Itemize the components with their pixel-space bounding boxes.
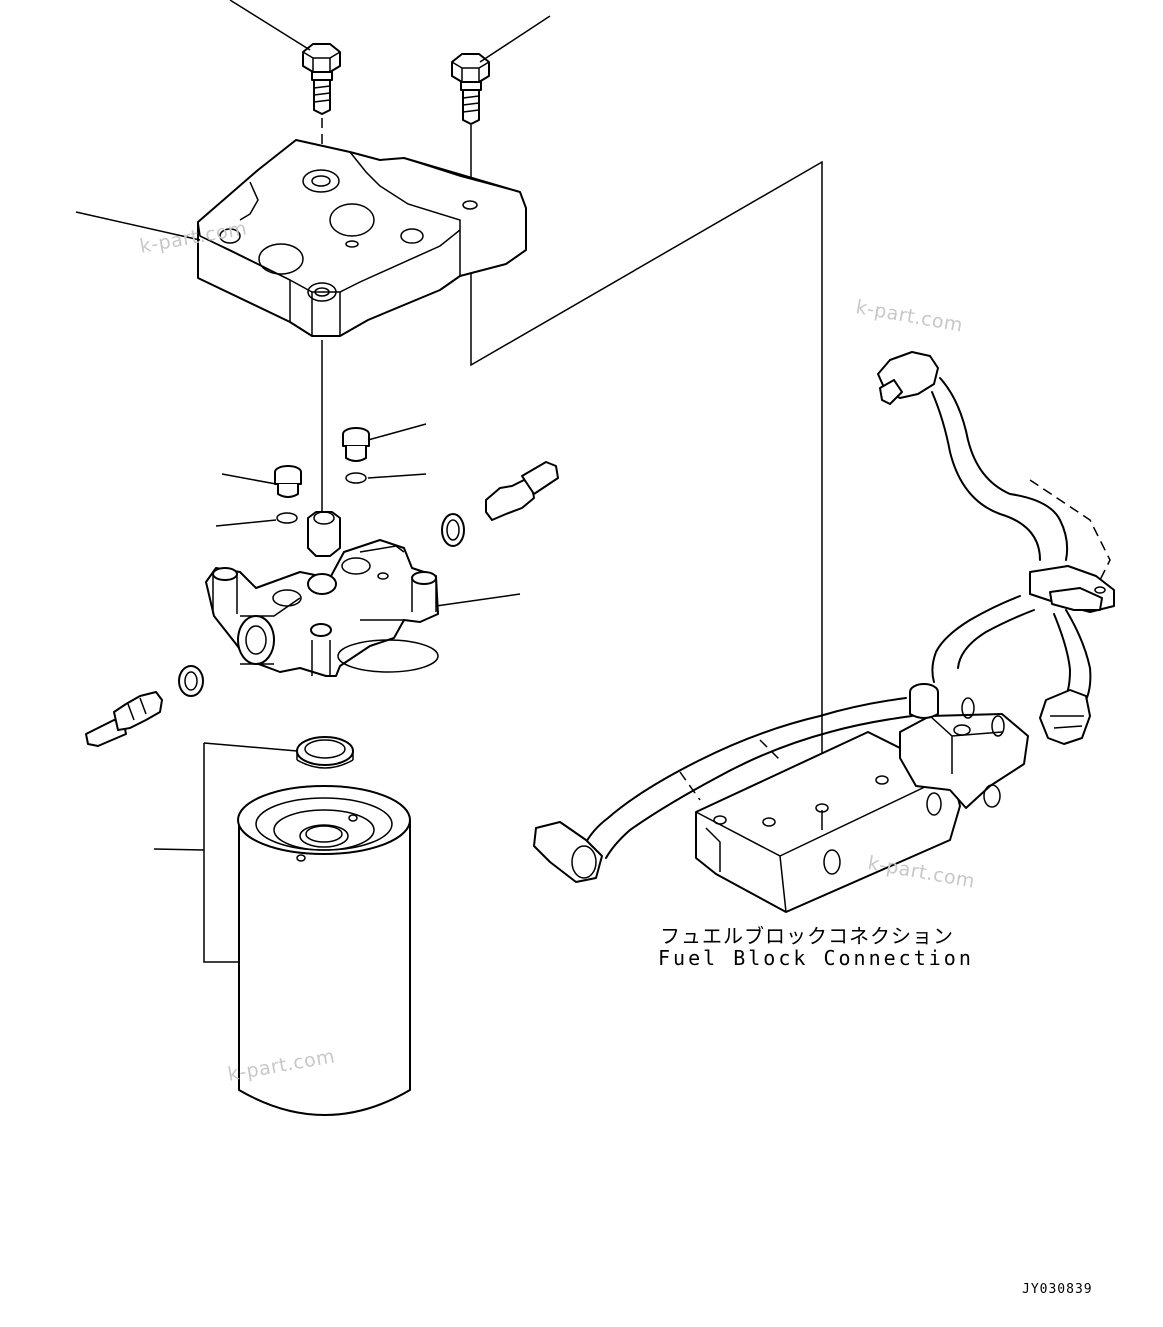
leader-plug-lower bbox=[221, 473, 277, 485]
fitting-right bbox=[441, 461, 559, 547]
leader-bolt-right bbox=[479, 15, 551, 63]
drawing-id: JY030839 bbox=[1022, 1282, 1093, 1297]
seal-ring bbox=[296, 736, 354, 769]
bolt-right bbox=[451, 53, 490, 125]
oring-lower bbox=[276, 512, 298, 524]
fitting-left bbox=[85, 691, 163, 747]
leader-bolt-left bbox=[229, 0, 311, 51]
bracket-plate bbox=[197, 139, 527, 337]
filter-head bbox=[205, 511, 439, 677]
hose-banjo bbox=[931, 565, 1115, 705]
hose-end-left bbox=[533, 821, 603, 883]
hose-end-right bbox=[1039, 689, 1091, 745]
washer-left bbox=[178, 665, 204, 697]
leader-bracket bbox=[75, 211, 201, 241]
leader-plug-upper bbox=[367, 423, 427, 441]
bolt-left bbox=[302, 43, 341, 115]
fuel-filter-cartridge bbox=[237, 785, 411, 1116]
hose-upper bbox=[877, 351, 1111, 581]
caption-japanese: フュエルブロックコネクション bbox=[660, 924, 954, 948]
caption-english: Fuel Block Connection bbox=[658, 946, 974, 970]
leader-oring-upper bbox=[367, 473, 427, 479]
leader-filter-bracket bbox=[153, 742, 298, 963]
hose-long bbox=[583, 697, 913, 859]
fuel-block-valve bbox=[899, 683, 1029, 809]
leader-filter-head bbox=[435, 593, 521, 607]
oring-upper bbox=[345, 472, 367, 484]
plug-lower bbox=[274, 465, 302, 498]
leader-oring-lower bbox=[215, 519, 277, 527]
plug-upper bbox=[342, 427, 370, 462]
